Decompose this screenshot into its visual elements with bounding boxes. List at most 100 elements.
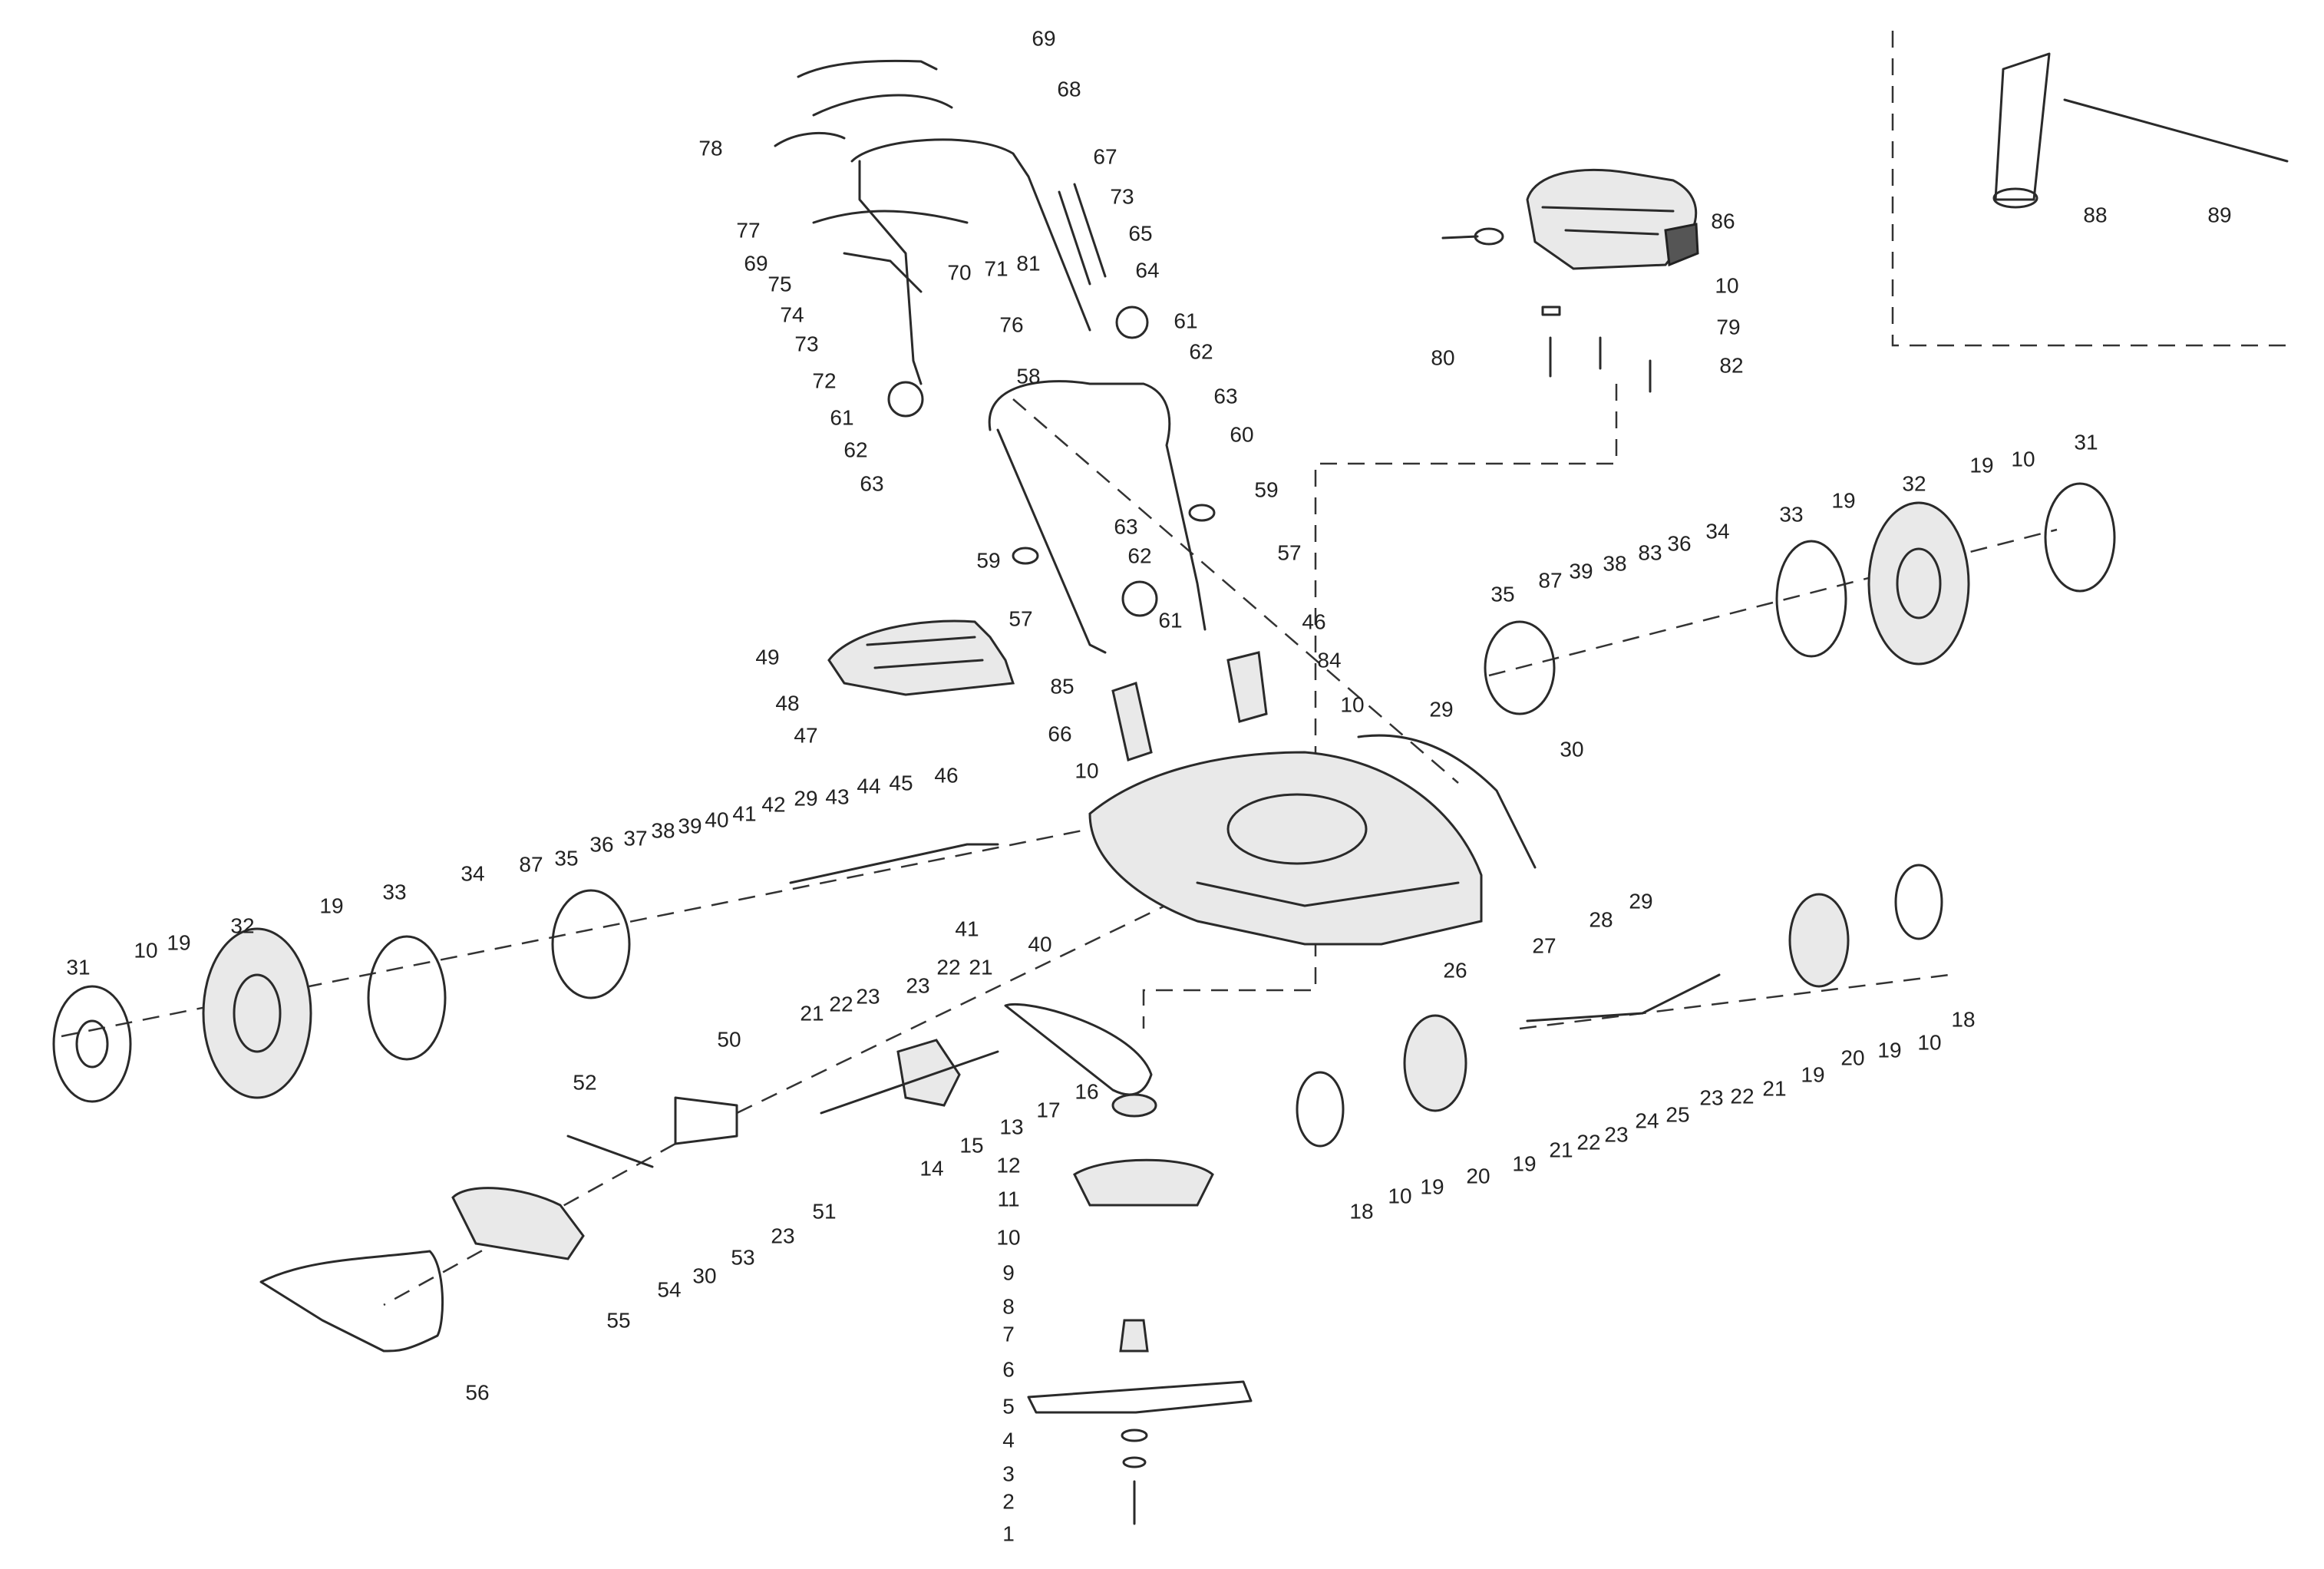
callout-43: 43 — [825, 784, 849, 808]
mower-deck — [1088, 751, 1483, 946]
callout-10: 10 — [996, 1225, 1020, 1249]
callout-9: 9 — [1002, 1260, 1015, 1284]
callout-59: 59 — [976, 548, 1000, 572]
right-rear-wheels — [1484, 482, 2116, 715]
grass-catcher — [259, 1096, 738, 1353]
callout-21: 21 — [800, 1001, 824, 1025]
callout-54: 54 — [657, 1277, 681, 1301]
callout-46: 46 — [934, 763, 958, 787]
handle-brackets — [1111, 651, 1268, 761]
callout-64: 64 — [1135, 258, 1159, 282]
callout-8: 8 — [1002, 1294, 1015, 1318]
callout-25: 25 — [1665, 1102, 1689, 1126]
callout-26: 26 — [1443, 958, 1467, 982]
handle-assembly — [774, 59, 1216, 654]
callout-76: 76 — [999, 312, 1023, 336]
callout-11: 11 — [997, 1187, 1019, 1211]
callout-10: 10 — [1075, 758, 1098, 782]
callout-38: 38 — [1603, 551, 1626, 575]
callout-86: 86 — [1711, 209, 1735, 233]
callout-55: 55 — [606, 1308, 630, 1332]
callout-57: 57 — [1277, 540, 1301, 564]
callout-62: 62 — [1189, 339, 1213, 363]
callout-14: 14 — [919, 1156, 943, 1180]
callout-85: 85 — [1050, 674, 1074, 698]
callout-84: 84 — [1317, 648, 1341, 672]
callout-30: 30 — [692, 1263, 716, 1287]
callout-68: 68 — [1057, 77, 1081, 101]
callout-28: 28 — [1589, 907, 1613, 931]
callout-22: 22 — [829, 992, 853, 1016]
rear-cover — [827, 619, 1015, 696]
callout-44: 44 — [857, 774, 880, 798]
callout-15: 15 — [959, 1133, 983, 1157]
callout-83: 83 — [1638, 540, 1662, 564]
left-wheels — [52, 889, 631, 1103]
callout-61: 61 — [1174, 309, 1197, 332]
callout-23: 23 — [906, 973, 929, 997]
callout-19: 19 — [319, 894, 343, 917]
callout-75: 75 — [768, 272, 791, 296]
callout-30: 30 — [1560, 737, 1583, 761]
callout-48: 48 — [775, 691, 799, 715]
callout-63: 63 — [1114, 514, 1137, 538]
callout-49: 49 — [755, 645, 779, 669]
callout-29: 29 — [1429, 697, 1453, 721]
callout-18: 18 — [1349, 1199, 1373, 1223]
callout-32: 32 — [230, 913, 254, 937]
callout-34: 34 — [1705, 519, 1729, 543]
callout-58: 58 — [1016, 364, 1040, 388]
callout-72: 72 — [812, 368, 836, 392]
tool-inset — [1992, 52, 2289, 209]
callout-19: 19 — [1831, 488, 1855, 512]
callout-56: 56 — [465, 1380, 489, 1404]
callout-19: 19 — [1969, 453, 1993, 477]
callout-21: 21 — [1762, 1076, 1786, 1100]
callout-80: 80 — [1431, 345, 1454, 369]
callout-31: 31 — [2074, 430, 2098, 454]
callout-37: 37 — [623, 826, 647, 850]
callout-69: 69 — [1032, 26, 1055, 50]
callout-70: 70 — [947, 260, 971, 284]
callout-23: 23 — [1699, 1085, 1723, 1109]
callout-6: 6 — [1002, 1357, 1015, 1381]
callout-35: 35 — [1490, 582, 1514, 606]
callout-22: 22 — [1730, 1084, 1754, 1108]
callout-19: 19 — [167, 930, 190, 954]
callout-50: 50 — [717, 1027, 741, 1051]
callout-19: 19 — [1877, 1038, 1901, 1062]
callout-63: 63 — [860, 471, 883, 495]
callout-39: 39 — [678, 814, 701, 837]
callout-42: 42 — [761, 792, 785, 816]
callout-23: 23 — [1604, 1122, 1628, 1146]
callout-39: 39 — [1569, 559, 1593, 583]
callout-32: 32 — [1902, 471, 1926, 495]
callout-88: 88 — [2083, 203, 2107, 226]
callout-34: 34 — [461, 861, 484, 885]
callout-61: 61 — [830, 405, 853, 429]
callout-87: 87 — [1538, 568, 1562, 592]
callout-79: 79 — [1716, 315, 1740, 339]
callout-22: 22 — [936, 955, 960, 979]
callout-10: 10 — [1340, 692, 1364, 716]
callout-73: 73 — [1110, 184, 1134, 208]
callout-20: 20 — [1466, 1164, 1490, 1187]
callout-63: 63 — [1213, 384, 1237, 408]
callout-81: 81 — [1016, 251, 1040, 275]
callout-4: 4 — [1002, 1428, 1015, 1452]
callout-23: 23 — [856, 984, 880, 1008]
callout-16: 16 — [1075, 1079, 1098, 1103]
callout-89: 89 — [2207, 203, 2231, 226]
callout-47: 47 — [794, 723, 817, 747]
assembly-guide-lines — [61, 31, 2295, 1306]
callout-40: 40 — [1028, 932, 1051, 956]
callout-61: 61 — [1158, 608, 1182, 632]
callout-10: 10 — [1388, 1184, 1411, 1207]
callout-10: 10 — [2011, 447, 2035, 471]
callout-10: 10 — [1715, 273, 1738, 297]
callout-66: 66 — [1048, 722, 1071, 745]
callout-22: 22 — [1576, 1130, 1600, 1154]
callout-59: 59 — [1254, 477, 1278, 501]
callout-45: 45 — [889, 771, 913, 794]
callout-67: 67 — [1093, 144, 1117, 168]
